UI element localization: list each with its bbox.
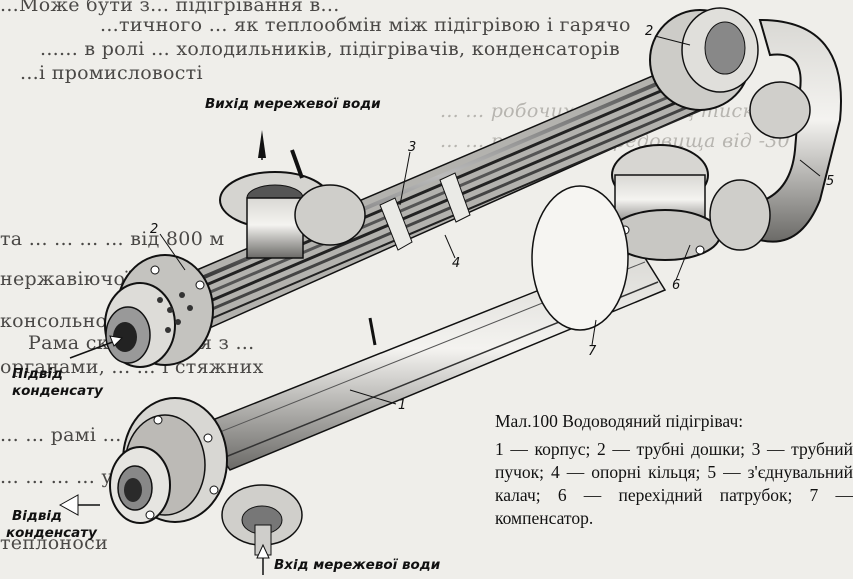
condensate-outlet-label-line2: конденсату xyxy=(6,525,97,541)
callout-number: 7 xyxy=(588,344,597,359)
background-text-line: та ... ... ... ... від 800 м xyxy=(0,228,225,250)
callout-number: 5 xyxy=(826,174,835,189)
transition-branch xyxy=(609,144,771,261)
background-text-line: ...тичного ... як теплообмін між підігрі… xyxy=(100,14,631,36)
right-tube-sheet xyxy=(649,7,759,111)
condensate-inlet-label-line2: конденсату xyxy=(12,383,103,399)
callout-leaders xyxy=(159,35,821,405)
callout-number: 2 xyxy=(150,222,159,237)
background-text-line: ...і промисловості xyxy=(20,62,203,84)
condensate-outlet-label-line1: Відвід xyxy=(12,508,62,524)
outlet-nozzle xyxy=(219,130,366,259)
condensate-inlet-label-line1: Підвід xyxy=(12,366,63,382)
outlet-network-water-label: Вихід мережевої води xyxy=(205,96,381,112)
support-stud xyxy=(368,317,377,346)
background-text-line: ...... в ролі ... холодильників, підігрі… xyxy=(40,38,621,60)
background-text-line: ... ... ... ... у xyxy=(0,466,113,488)
background-text-line: ...Може бути з... підігрівання в... xyxy=(0,0,340,16)
flow-arrows xyxy=(58,335,270,575)
callout-number: 4 xyxy=(452,256,461,271)
caption-legend: 1 — корпус; 2 — трубні дошки; 3 — трубни… xyxy=(495,439,853,528)
tube-sheet-left xyxy=(104,254,214,368)
background-text-line: органами, ... ... і стяжних xyxy=(0,356,264,378)
caption-title: Мал.100 Водоводяний підігрівач: xyxy=(495,411,744,431)
callout-number: 1 xyxy=(398,398,407,413)
inlet-network-water-label: Вхід мережевої води xyxy=(274,557,441,573)
callout-number: 2 xyxy=(645,24,654,39)
connecting-bend xyxy=(743,18,842,243)
callout-number: 6 xyxy=(672,278,681,293)
callout-number: 3 xyxy=(408,140,417,155)
compensator xyxy=(531,185,629,331)
figure-caption: Мал.100 Водоводяний підігрівач: 1 — корп… xyxy=(493,410,853,530)
lower-inlet-flange xyxy=(109,397,303,556)
background-text-line: теплоноси xyxy=(0,532,109,554)
